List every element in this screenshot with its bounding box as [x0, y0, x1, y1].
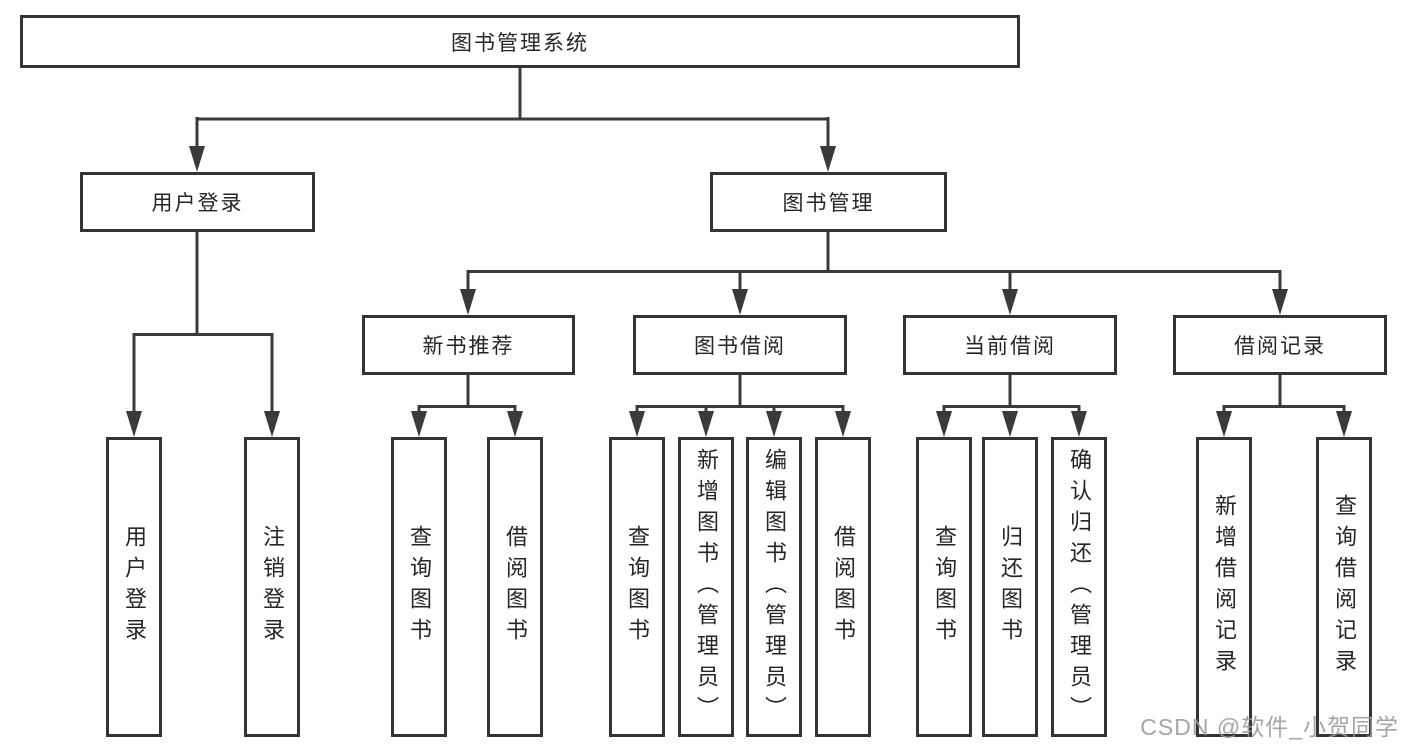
leaf-logout: 注销登录	[244, 437, 300, 737]
leaf-bb-add-books-admin: 新增图书（管理员）	[678, 437, 734, 737]
node-book-borrowing: 图书借阅	[633, 315, 847, 375]
leaf-cb-query-books: 查询图书	[916, 437, 972, 737]
leaf-cb-confirm-return-admin: 确认归还（管理员）	[1051, 437, 1107, 737]
leaf-bb-query-books: 查询图书	[609, 437, 665, 737]
leaf-user-login: 用户登录	[106, 437, 162, 737]
leaf-cb-return-books: 归还图书	[982, 437, 1038, 737]
leaf-bb-borrow-books: 借阅图书	[815, 437, 871, 737]
node-root-book-management-system: 图书管理系统	[20, 15, 1020, 68]
node-borrowing-records: 借阅记录	[1173, 315, 1387, 375]
node-current-borrowing: 当前借阅	[903, 315, 1117, 375]
leaf-rec-borrow-books: 借阅图书	[487, 437, 543, 737]
csdn-watermark: CSDN @软件_小贺同学	[1140, 714, 1399, 740]
leaf-rec-query-books: 查询图书	[391, 437, 447, 737]
node-new-book-recommendation: 新书推荐	[362, 315, 575, 375]
leaf-bb-edit-books-admin: 编辑图书（管理员）	[746, 437, 802, 737]
node-book-management: 图书管理	[710, 172, 947, 232]
node-user-login: 用户登录	[80, 172, 315, 232]
leaf-br-query-borrow-record: 查询借阅记录	[1316, 437, 1372, 737]
leaf-br-add-borrow-record: 新增借阅记录	[1196, 437, 1252, 737]
